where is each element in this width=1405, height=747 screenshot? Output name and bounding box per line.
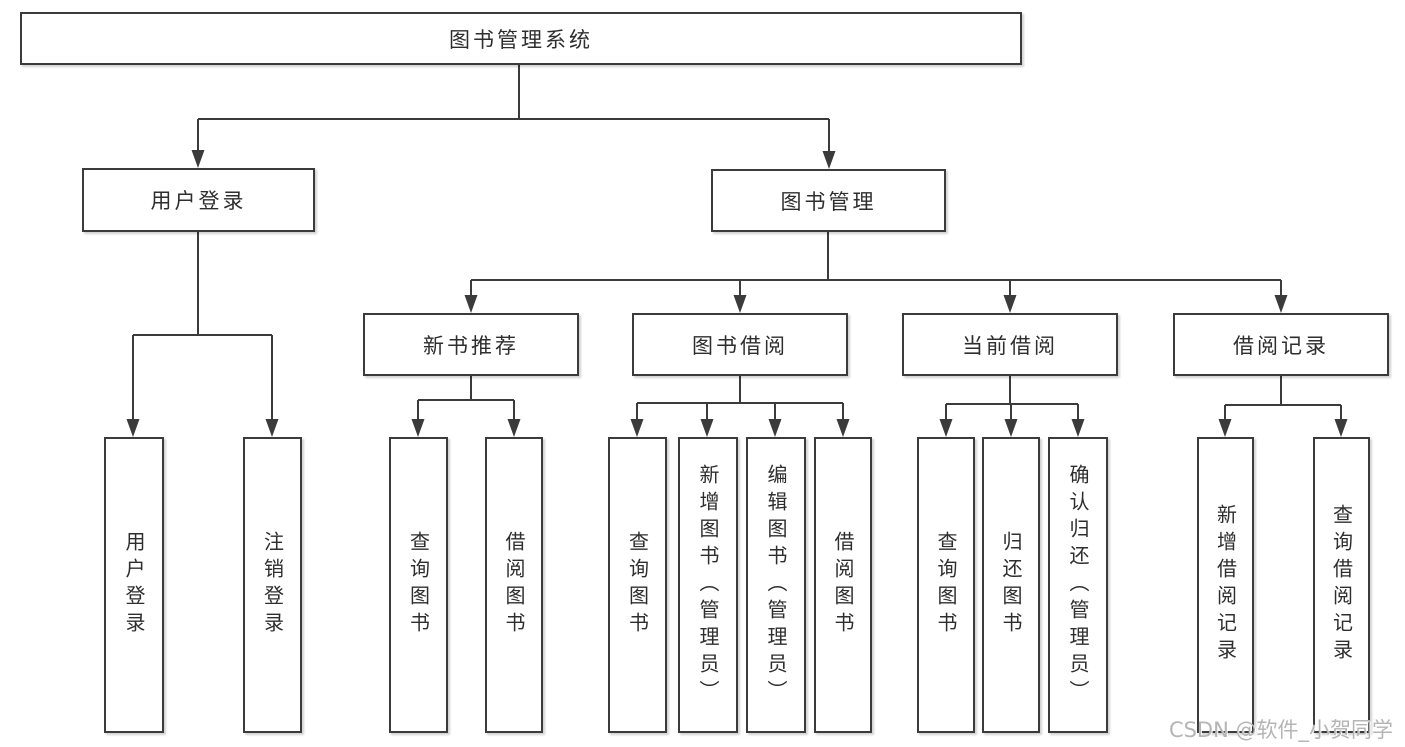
arrow-down-icon [1071, 419, 1085, 437]
arrow-down-icon [1334, 419, 1348, 437]
node-book-borrowing: 图书借阅 [632, 313, 848, 376]
arrow-down-icon [1003, 295, 1017, 313]
node-book-management: 图书管理 [711, 169, 946, 232]
arrow-down-icon [507, 419, 521, 437]
arrow-down-icon [836, 419, 850, 437]
arrow-down-icon [464, 295, 478, 313]
arrow-down-icon [822, 151, 836, 169]
leaf-borrow-books: 借阅图书 [814, 437, 872, 733]
node-root: 图书管理系统 [20, 12, 1022, 65]
arrow-down-icon [733, 295, 747, 313]
node-borrowing-records: 借阅记录 [1173, 313, 1389, 376]
arrow-down-icon [939, 419, 953, 437]
arrow-down-icon [1218, 419, 1232, 437]
leaf-borrow-query-books: 查询图书 [608, 437, 667, 733]
leaf-logout: 注销登录 [243, 437, 302, 733]
node-user-login: 用户登录 [82, 168, 315, 232]
leaf-add-borrow-record: 新增借阅记录 [1197, 437, 1254, 733]
arrow-down-icon [700, 419, 714, 437]
leaf-edit-books-admin: 编辑图书（管理员） [746, 437, 806, 733]
arrow-down-icon [191, 150, 205, 168]
connector-root-to-level2 [197, 64, 830, 151]
arrow-down-icon [1004, 419, 1018, 437]
connector-borrowrecords-to-leaves [1224, 375, 1342, 419]
arrow-down-icon [630, 419, 644, 437]
leaf-current-query-books: 查询图书 [917, 437, 975, 733]
arrowheads [126, 150, 1348, 437]
connector-userlogin-to-leaves [132, 232, 273, 419]
connector-bookborrow-to-leaves [636, 375, 844, 419]
watermark: CSDN @软件_小贺同学 [1168, 718, 1393, 742]
leaf-confirm-return-admin: 确认归还（管理员） [1048, 437, 1108, 733]
arrow-down-icon [1274, 295, 1288, 313]
leaf-newbook-borrow-books: 借阅图书 [485, 437, 543, 733]
arrow-down-icon [411, 419, 425, 437]
leaf-newbook-query-books: 查询图书 [389, 437, 448, 733]
leaf-add-books-admin: 新增图书（管理员） [678, 437, 738, 733]
connector-newbookrec-to-leaves [417, 375, 515, 419]
leaf-return-books: 归还图书 [982, 437, 1040, 733]
leaf-user-login: 用户登录 [104, 437, 164, 733]
connector-currentborrow-to-leaves [945, 375, 1079, 419]
node-new-book-recommendation: 新书推荐 [363, 313, 579, 376]
connector-bookmgmt-to-level3 [470, 232, 1282, 295]
node-current-borrowing: 当前借阅 [902, 313, 1118, 376]
arrow-down-icon [126, 419, 140, 437]
arrow-down-icon [265, 419, 279, 437]
leaf-query-borrow-record: 查询借阅记录 [1313, 437, 1370, 733]
arrow-down-icon [768, 419, 782, 437]
